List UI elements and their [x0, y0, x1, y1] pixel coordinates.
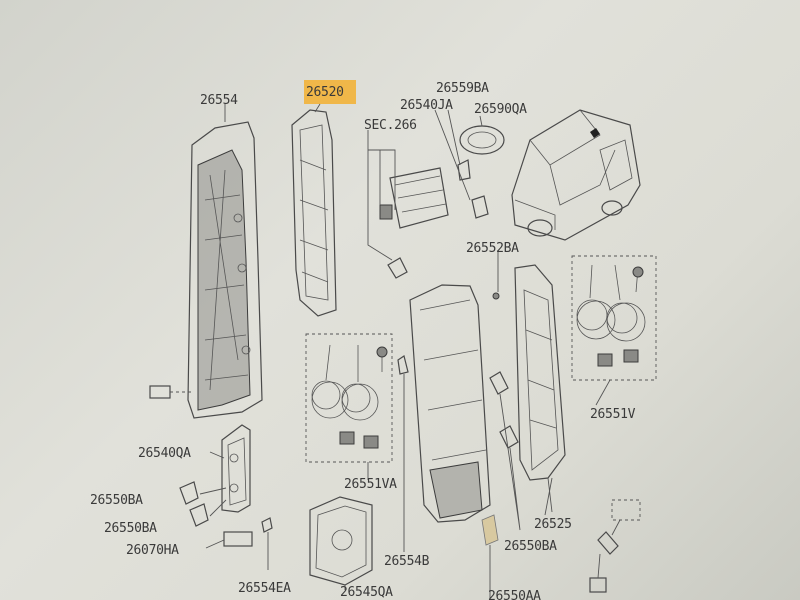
label-26540qa: 26540QA	[138, 446, 191, 461]
bulb-socket-assembly-sec266[interactable]	[367, 149, 489, 279]
label-26525: 26525	[534, 517, 572, 532]
wiring-harness-26551va[interactable]	[305, 333, 393, 463]
label-26550ba-right: 26550BA	[504, 539, 557, 554]
gasket-26520[interactable]	[291, 109, 337, 317]
label-26551va: 26551VA	[344, 477, 397, 492]
label-sec266: SEC.266	[364, 118, 417, 133]
label-26545qa: 26545QA	[340, 585, 393, 600]
label-26554: 26554	[200, 93, 238, 108]
lamp-26540qa[interactable]	[179, 424, 273, 570]
label-26520: 26520	[306, 85, 344, 100]
lamp-housing-26554[interactable]	[187, 121, 263, 419]
label-26550ba-left-2: 26550BA	[104, 521, 157, 536]
label-26554b: 26554B	[384, 554, 430, 569]
label-26070ha: 26070HA	[126, 543, 179, 558]
label-26559ba: 26559BA	[436, 81, 489, 96]
label-26550aa: 26550AA	[488, 589, 541, 600]
wiring-harness-26551v[interactable]	[571, 255, 657, 381]
lamp-assembly-26525[interactable]	[489, 264, 566, 531]
lamp-26545qa[interactable]	[309, 496, 373, 590]
label-26552ba: 26552BA	[466, 241, 519, 256]
bulb-detail[interactable]	[589, 499, 641, 593]
lamp-26590qa[interactable]	[434, 109, 505, 201]
highlight-marker	[304, 80, 356, 104]
label-26550ba-left-1: 26550BA	[90, 493, 143, 508]
label-26540ja: 26540JA	[400, 98, 453, 113]
lamp-housing-26554b[interactable]	[397, 284, 500, 600]
reference-box	[149, 385, 171, 399]
label-26551v: 26551V	[590, 407, 636, 422]
label-26590qa: 26590QA	[474, 102, 527, 117]
van-illustration	[511, 109, 641, 241]
label-26554ea: 26554EA	[238, 581, 291, 596]
